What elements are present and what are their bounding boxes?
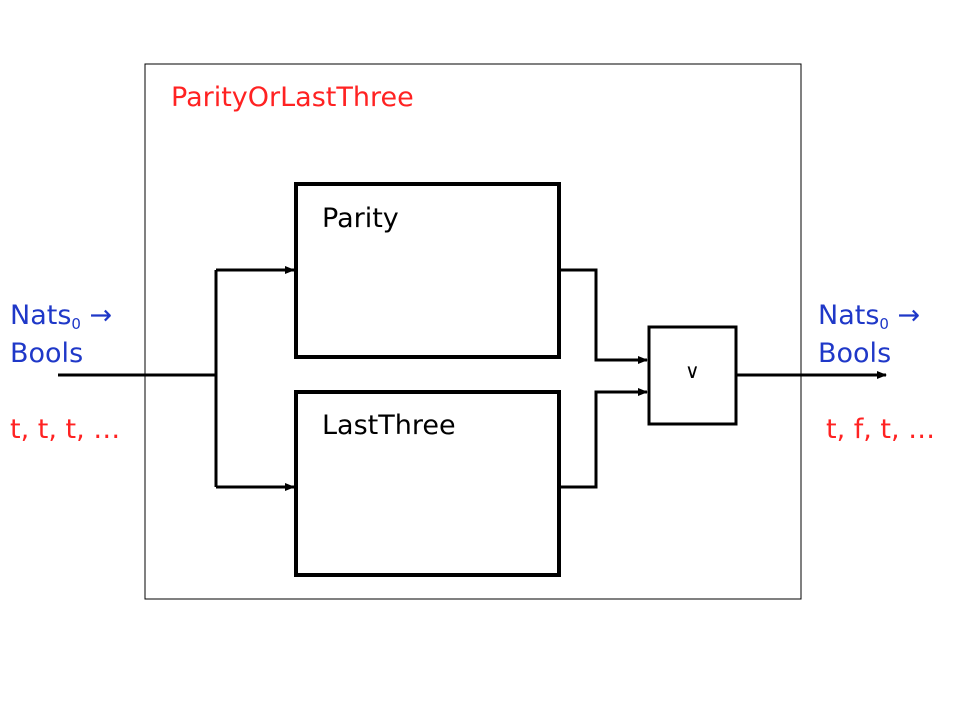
- output-codomain: Bools: [818, 338, 892, 369]
- last-three-label: LastThree: [322, 410, 456, 441]
- output-type-name: Nats: [818, 300, 880, 331]
- outer-block: [144, 63, 802, 600]
- input-type-name: Nats: [10, 300, 72, 331]
- output-arrow-icon: →: [897, 300, 921, 331]
- parity-label: Parity: [322, 203, 399, 234]
- output-type-subscript: 0: [879, 315, 889, 333]
- input-type-subscript: 0: [71, 315, 81, 333]
- last-three-block: [294, 390, 561, 577]
- last-three-to-or-wire: [559, 388, 648, 489]
- input-codomain: Bools: [10, 338, 84, 369]
- output-sample: t, f, t, …: [826, 414, 936, 445]
- input-type-line1: Nats0 →: [10, 302, 112, 332]
- output-type-line1: Nats0 →: [818, 302, 920, 332]
- outer-title: ParityOrLastThree: [171, 82, 414, 113]
- input-sample: t, t, t, …: [10, 414, 121, 445]
- input-arrow-icon: →: [89, 300, 113, 331]
- parity-to-or-wire: [559, 268, 648, 364]
- parity-block: [294, 182, 561, 359]
- or-gate-symbol: ∨: [685, 359, 700, 383]
